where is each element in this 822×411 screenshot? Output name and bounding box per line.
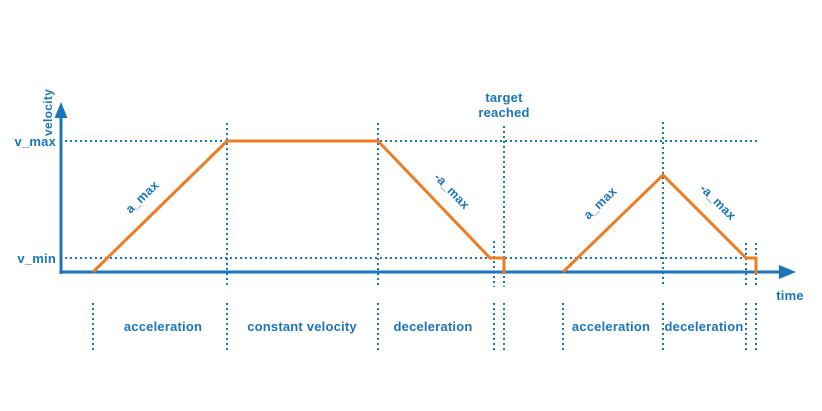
x-axis-arrow-icon: [779, 265, 796, 279]
phase-label-acceleration-2: acceleration: [572, 319, 650, 334]
phase-tick-group: [92, 303, 757, 353]
x-axis-label: time: [776, 288, 804, 303]
v-max-label: v_max: [15, 134, 57, 149]
phase-label-constant-velocity: constant velocity: [247, 319, 357, 334]
target-reached-label-line2: reached: [478, 105, 529, 120]
velocity-profile-move-1: [91, 139, 506, 274]
phase-label-deceleration-1: deceleration: [394, 319, 473, 334]
phase-label-acceleration-1: acceleration: [124, 319, 202, 334]
target-reached-label-line1: target: [485, 90, 523, 105]
slope-label-accel-2: a_max: [581, 184, 620, 222]
y-axis-arrow-icon: [54, 102, 68, 118]
phase-label-deceleration-2: deceleration: [665, 319, 744, 334]
velocity-profile-move-2: [561, 172, 758, 274]
slope-label-decel-1: -a_max: [431, 170, 472, 212]
v-min-label: v_min: [17, 251, 56, 266]
y-axis-label: velocity: [41, 89, 55, 136]
